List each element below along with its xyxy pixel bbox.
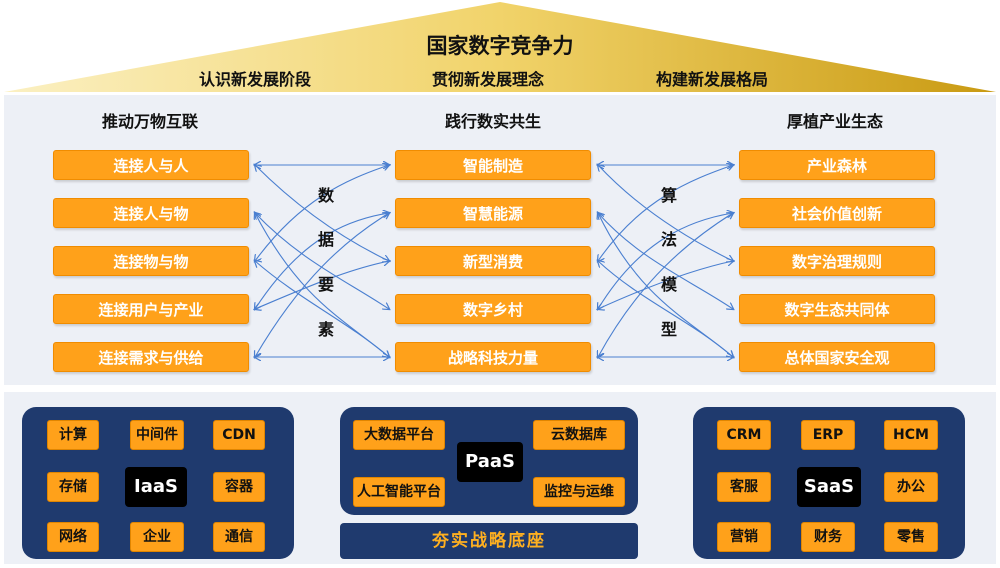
center-item-4: 数字乡村 (395, 294, 591, 324)
iaas-item-container: 容器 (213, 472, 265, 502)
center-item-1: 智能制造 (395, 150, 591, 180)
right-item-3: 数字治理规则 (739, 246, 935, 276)
center-item-3: 新型消费 (395, 246, 591, 276)
iaas-item-storage: 存储 (47, 472, 99, 502)
left-item-2: 连接人与物 (53, 198, 249, 228)
column-heading-left: 推动万物互联 (101, 112, 198, 131)
paas-item-ai: 人工智能平台 (353, 477, 445, 507)
iaas-item-compute: 计算 (47, 420, 99, 450)
saas-item-office: 办公 (884, 472, 938, 502)
right-connector-char-2: 法 (660, 230, 677, 249)
right-item-5: 总体国家安全观 (739, 342, 935, 372)
left-item-3: 连接物与物 (53, 246, 249, 276)
saas-item-hcm: HCM (884, 420, 938, 450)
middle-panel (4, 95, 996, 385)
left-connector-char-2: 据 (317, 230, 334, 249)
center-item-2: 智慧能源 (395, 198, 591, 228)
saas-item-marketing: 营销 (717, 522, 771, 552)
paas-item-bigdata: 大数据平台 (353, 420, 445, 450)
left-connector-char-3: 要 (317, 275, 334, 294)
iaas-item-network: 网络 (47, 522, 99, 552)
iaas-item-middleware: 中间件 (130, 420, 184, 450)
saas-item-crm: CRM (717, 420, 771, 450)
saas-item-finance: 财务 (801, 522, 855, 552)
paas-item-clouddb: 云数据库 (533, 420, 625, 450)
left-item-4: 连接用户与产业 (53, 294, 249, 324)
iaas-core: IaaS (125, 467, 187, 507)
iaas-item-cdn: CDN (213, 420, 265, 450)
right-connector-char-3: 模 (660, 275, 677, 294)
left-connector-char-4: 素 (317, 320, 334, 339)
saas-item-erp: ERP (801, 420, 855, 450)
saas-core: SaaS (797, 467, 861, 507)
paas-core: PaaS (457, 442, 523, 482)
left-item-1: 连接人与人 (53, 150, 249, 180)
strategic-foundation-bar: 夯实战略底座 (340, 523, 638, 559)
column-heading-center: 践行数实共生 (444, 112, 541, 131)
right-item-2: 社会价值创新 (739, 198, 935, 228)
iaas-item-enterprise: 企业 (130, 522, 184, 552)
right-item-1: 产业森林 (739, 150, 935, 180)
left-connector-char-1: 数 (317, 186, 334, 205)
right-connector-char-4: 型 (660, 320, 677, 339)
saas-item-service: 客服 (717, 472, 771, 502)
right-connector-char-1: 算 (660, 186, 677, 205)
subtitle-3: 构建新发展格局 (655, 70, 768, 89)
column-heading-right: 厚植产业生态 (786, 112, 883, 131)
subtitle-1: 认识新发展阶段 (198, 70, 311, 89)
right-item-4: 数字生态共同体 (739, 294, 935, 324)
page-title: 国家数字竞争力 (426, 34, 574, 58)
paas-item-ops: 监控与运维 (533, 477, 625, 507)
iaas-item-telecom: 通信 (213, 522, 265, 552)
roof-banner (4, 2, 996, 92)
left-item-5: 连接需求与供给 (53, 342, 249, 372)
center-item-5: 战略科技力量 (395, 342, 591, 372)
saas-item-retail: 零售 (884, 522, 938, 552)
subtitle-2: 贯彻新发展理念 (431, 70, 544, 89)
